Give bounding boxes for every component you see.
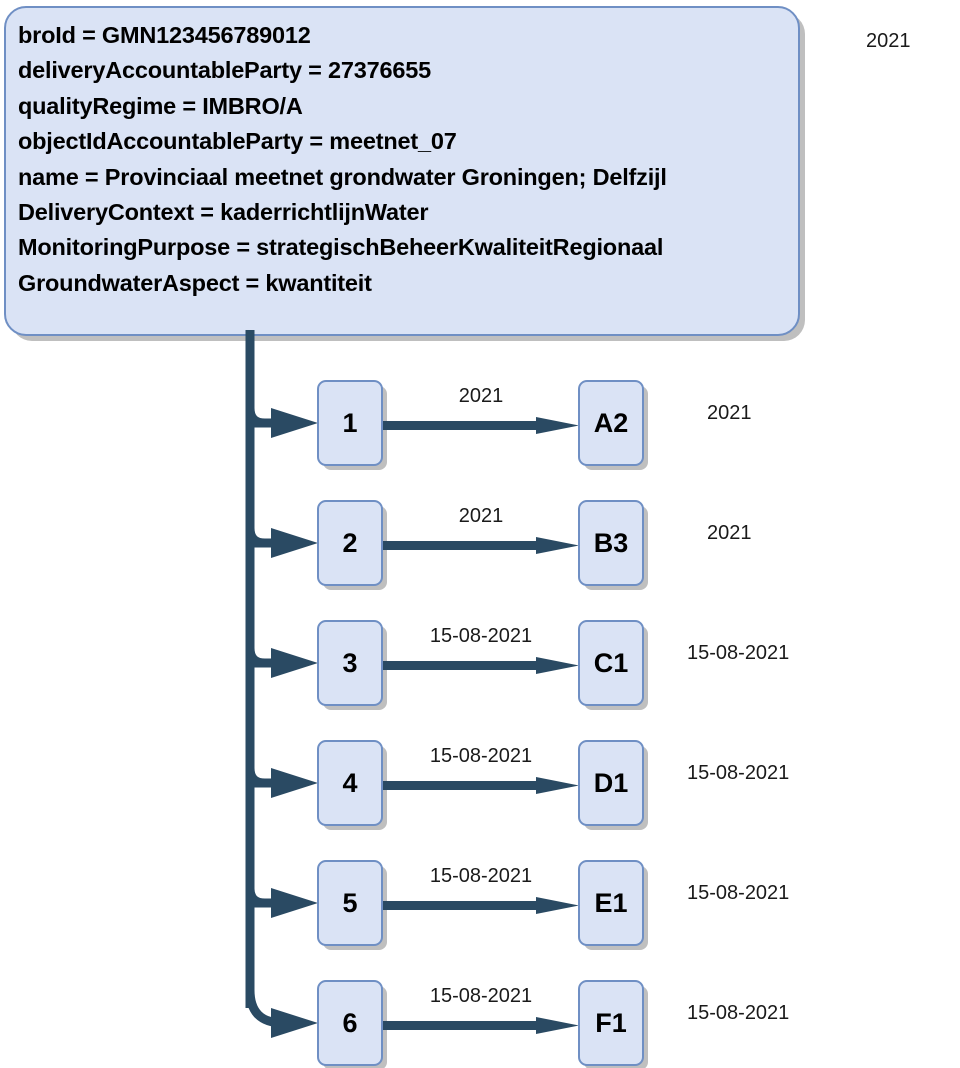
branch-elbow-4 xyxy=(245,767,266,788)
branch-elbow-3 xyxy=(245,647,266,668)
branch-elbow-2 xyxy=(245,527,266,548)
edge-label-1: 2021 xyxy=(458,385,504,407)
edge-arrow-1 xyxy=(383,417,579,434)
row-date-label-6: 15-08-2021 xyxy=(687,1002,790,1024)
measuring-point-row-5: 5 15-08-2021 E1 15-08-2021 xyxy=(0,860,960,948)
edge-label-4: 15-08-2021 xyxy=(429,745,533,767)
target-box-4[interactable]: D1 xyxy=(578,740,644,826)
edge-arrow-5 xyxy=(383,897,579,914)
branch-arrowhead-3 xyxy=(271,648,318,678)
attribute-line-delivery-accountable-party: deliveryAccountableParty = 27376655 xyxy=(18,57,431,84)
measuring-point-box-5[interactable]: 5 xyxy=(317,860,383,946)
row-date-label-3: 15-08-2021 xyxy=(687,642,790,664)
attribute-line-quality-regime: qualityRegime = IMBRO/A xyxy=(18,92,303,119)
edge-arrow-4 xyxy=(383,777,579,794)
target-box-1[interactable]: A2 xyxy=(578,380,644,466)
attribute-line-groundwater-aspect: GroundwaterAspect = kwantiteit xyxy=(18,269,372,296)
attribute-line-name: name = Provinciaal meetnet grondwater Gr… xyxy=(18,163,667,190)
measuring-point-row-1: 1 2021 A2 2021 xyxy=(0,380,960,468)
attribute-line-monitoring-purpose: MonitoringPurpose = strategischBeheerKwa… xyxy=(18,234,664,261)
branch-arrowhead-4 xyxy=(271,768,318,798)
target-box-3[interactable]: C1 xyxy=(578,620,644,706)
branch-arrowhead-2 xyxy=(271,528,318,558)
measuring-point-box-3[interactable]: 3 xyxy=(317,620,383,706)
edge-label-5: 15-08-2021 xyxy=(429,865,533,887)
target-box-2[interactable]: B3 xyxy=(578,500,644,586)
attribute-line-object-id-accountable-party: objectIdAccountableParty = meetnet_07 xyxy=(18,128,457,155)
row-date-label-2: 2021 xyxy=(707,522,752,544)
target-box-5[interactable]: E1 xyxy=(578,860,644,946)
target-box-6[interactable]: F1 xyxy=(578,980,644,1066)
edge-label-2: 2021 xyxy=(458,505,504,527)
attribute-list: broId = GMN123456789012 deliveryAccounta… xyxy=(18,18,786,301)
branch-elbow-1 xyxy=(245,407,266,428)
edge-arrow-6 xyxy=(383,1017,579,1034)
measuring-point-box-1[interactable]: 1 xyxy=(317,380,383,466)
attribute-line-delivery-context: DeliveryContext = kaderrichtlijnWater xyxy=(18,199,429,226)
measuring-point-row-6: 6 15-08-2021 F1 15-08-2021 xyxy=(0,980,960,1068)
edge-arrow-2 xyxy=(383,537,579,554)
edge-arrow-3 xyxy=(383,657,579,674)
branch-connector-tree xyxy=(245,330,318,1038)
row-date-label-5: 15-08-2021 xyxy=(687,882,790,904)
row-date-label-4: 15-08-2021 xyxy=(687,762,790,784)
branch-elbow-5 xyxy=(245,887,266,908)
branch-arrowhead-6 xyxy=(271,1008,318,1038)
branch-arrowhead-5 xyxy=(271,888,318,918)
panel-year-label: 2021 xyxy=(866,30,911,52)
monitoring-network-attribute-panel: broId = GMN123456789012 deliveryAccounta… xyxy=(4,6,800,336)
measuring-point-row-3: 3 15-08-2021 C1 15-08-2021 xyxy=(0,620,960,708)
measuring-point-row-4: 4 15-08-2021 D1 15-08-2021 xyxy=(0,740,960,828)
attribute-line-broid: broId = GMN123456789012 xyxy=(18,22,311,48)
edge-label-3: 15-08-2021 xyxy=(429,625,533,647)
measuring-point-box-6[interactable]: 6 xyxy=(317,980,383,1066)
edge-label-6: 15-08-2021 xyxy=(429,985,533,1007)
measuring-point-row-2: 2 2021 B3 2021 xyxy=(0,500,960,588)
branch-arrowhead-1 xyxy=(271,408,318,438)
measuring-point-box-2[interactable]: 2 xyxy=(317,500,383,586)
row-date-label-1: 2021 xyxy=(707,402,752,424)
measuring-point-box-4[interactable]: 4 xyxy=(317,740,383,826)
